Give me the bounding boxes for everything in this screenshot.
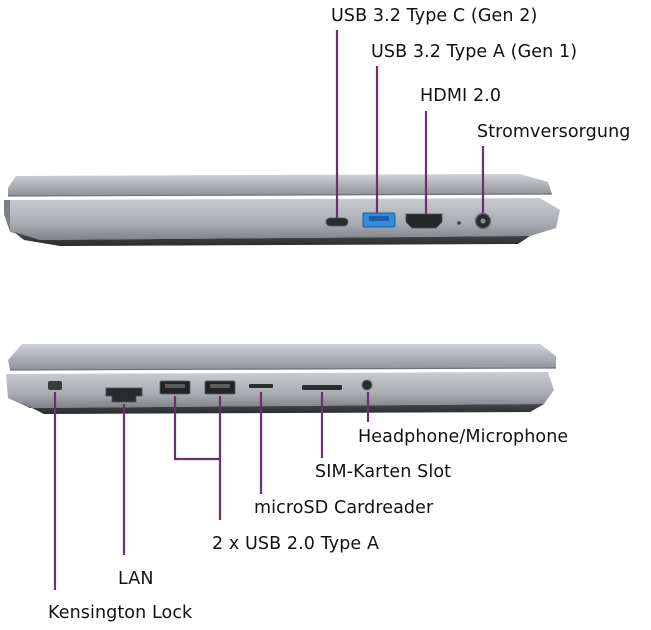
kensington-slot xyxy=(48,381,62,390)
label-kensington: Kensington Lock xyxy=(48,603,193,623)
laptop-base xyxy=(6,372,554,408)
laptop-lid xyxy=(8,344,556,370)
label-sim: SIM-Karten Slot xyxy=(315,462,452,482)
sim-slot xyxy=(302,385,342,390)
callout-lines xyxy=(53,30,485,590)
label-power: Stromversorgung xyxy=(477,122,631,142)
laptop-left-side xyxy=(6,344,557,414)
laptop-lid xyxy=(8,174,552,196)
laptop-base xyxy=(4,198,560,240)
hdmi-port xyxy=(405,213,443,229)
laptop-underside xyxy=(14,232,530,246)
label-hdmi: HDMI 2.0 xyxy=(420,86,502,106)
label-headphone: Headphone/Microphone xyxy=(358,427,569,447)
microsd-slot xyxy=(249,384,273,388)
audio-jack xyxy=(361,379,373,391)
callout-usb2 xyxy=(173,396,222,520)
lan-port xyxy=(105,387,143,403)
label-usb-a: USB 3.2 Type A (Gen 1) xyxy=(371,42,578,62)
label-lan: LAN xyxy=(118,569,154,589)
label-usb-c: USB 3.2 Type C (Gen 2) xyxy=(331,6,538,26)
label-microsd: microSD Cardreader xyxy=(254,498,434,518)
laptop-underside xyxy=(20,402,544,414)
usb-c-port xyxy=(325,217,349,227)
laptop-right-side xyxy=(4,174,560,246)
status-led xyxy=(457,221,461,225)
label-usb2: 2 x USB 2.0 Type A xyxy=(212,534,380,554)
